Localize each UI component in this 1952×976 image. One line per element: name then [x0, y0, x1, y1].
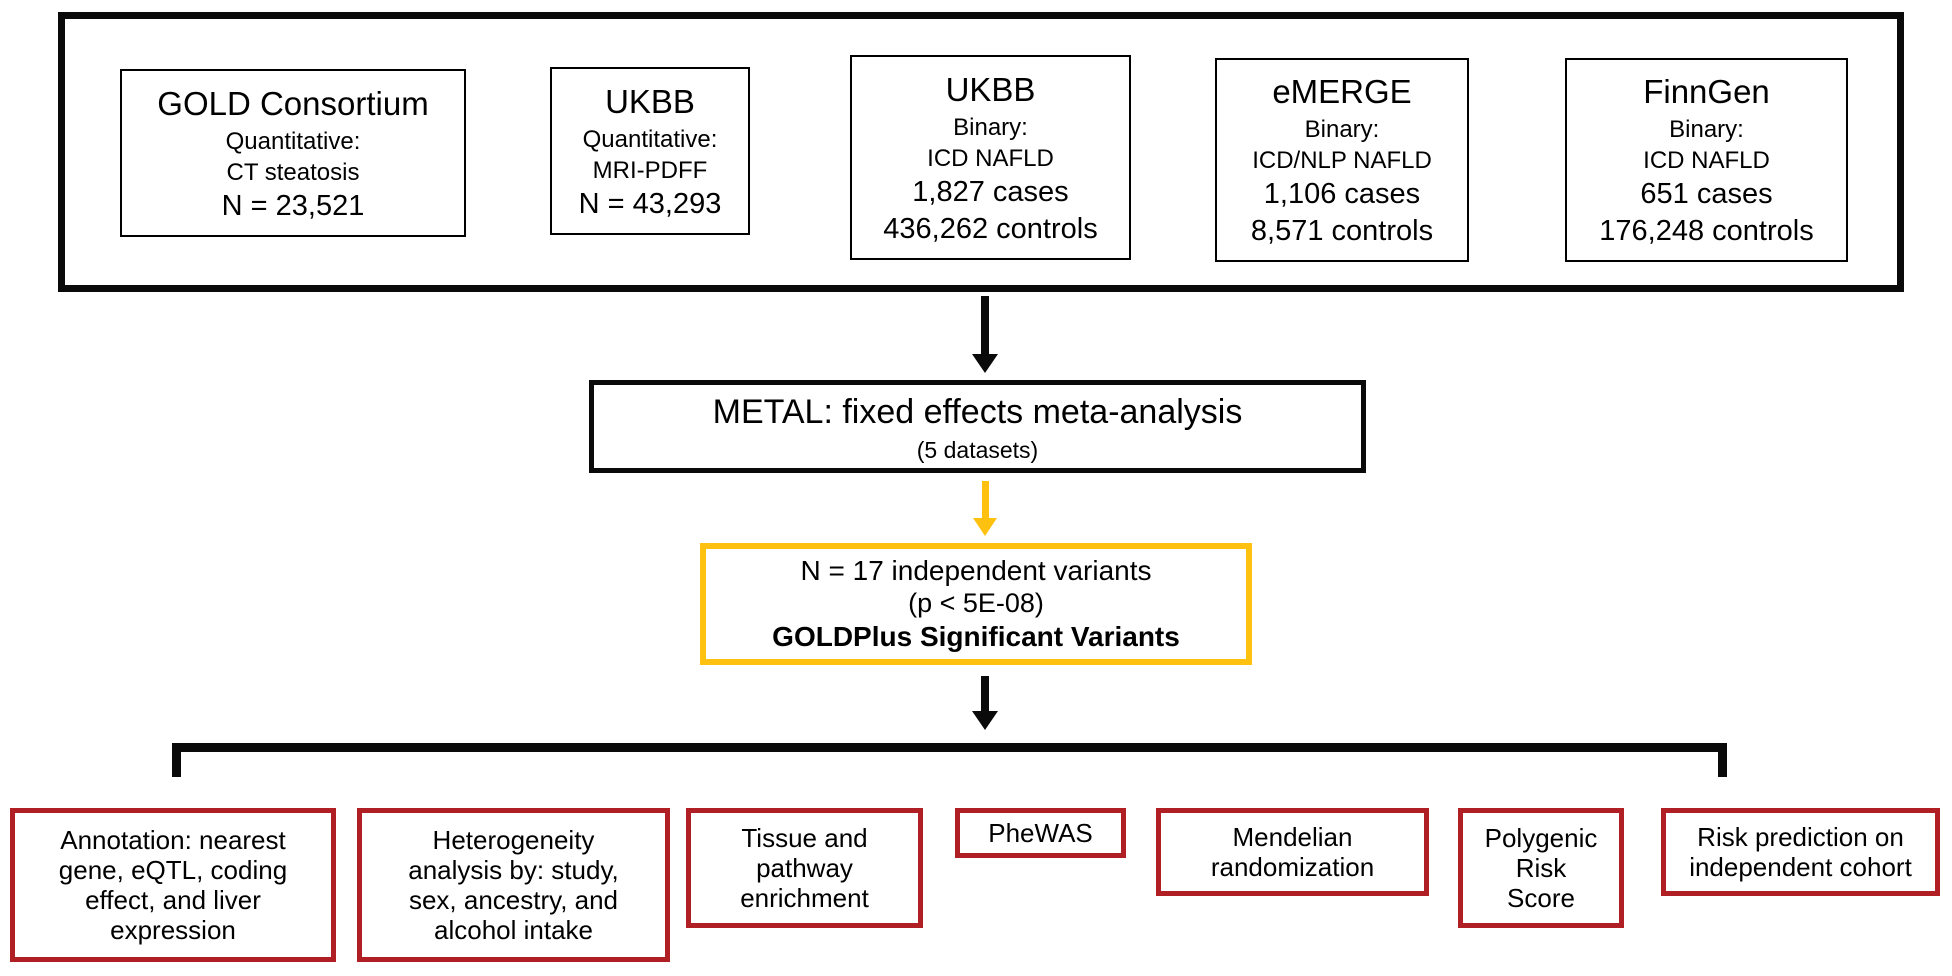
- significant-variants-box: N = 17 independent variants (p < 5E-08) …: [700, 543, 1252, 665]
- analysis-line: sex, ancestry, and: [408, 885, 619, 915]
- cohort-box-ukbb-quantitative: UKBB Quantitative: MRI-PDFF N = 43,293: [550, 67, 750, 235]
- cohort-measure-line: MRI-PDFF: [592, 156, 708, 184]
- datasets-container: GOLD Consortium Quantitative: CT steatos…: [58, 12, 1904, 292]
- analysis-line: Risk: [1515, 853, 1567, 883]
- analysis-box-phewas: PheWAS: [955, 808, 1126, 858]
- analysis-line: Risk prediction on: [1697, 822, 1904, 852]
- cohort-stat-line: 436,262 controls: [883, 212, 1098, 245]
- cohort-title: GOLD Consortium: [157, 84, 429, 122]
- cohort-box-ukbb-binary: UKBB Binary: ICD NAFLD 1,827 cases 436,2…: [850, 55, 1131, 260]
- analysis-line: Score: [1507, 883, 1575, 913]
- analysis-line: effect, and liver: [85, 885, 261, 915]
- cohort-measure-line: Binary:: [953, 113, 1028, 141]
- analysis-line: Heterogeneity: [432, 825, 595, 855]
- cohort-stat-line: 651 cases: [1640, 178, 1773, 210]
- arrow-head-icon: [972, 711, 998, 730]
- variants-label-line: GOLDPlus Significant Variants: [772, 621, 1180, 652]
- analysis-box-heterogeneity: Heterogeneity analysis by: study, sex, a…: [357, 808, 670, 962]
- analysis-line: enrichment: [740, 883, 869, 913]
- analysis-box-polygenic-risk-score: Polygenic Risk Score: [1458, 808, 1624, 928]
- cohort-measure-line: Binary:: [1304, 116, 1380, 143]
- cohort-stat-line: N = 23,521: [221, 189, 365, 222]
- analysis-line: expression: [110, 915, 236, 945]
- cohort-stat-line: N = 43,293: [578, 187, 722, 220]
- analysis-line: alcohol intake: [434, 915, 593, 945]
- cohort-measure-line: Quantitative:: [225, 127, 361, 155]
- arrow-head-icon: [972, 354, 998, 373]
- analysis-box-mendelian-randomization: Mendelian randomization: [1156, 808, 1429, 896]
- arrow-shaft: [981, 676, 989, 711]
- variants-pvalue-line: (p < 5E-08): [908, 588, 1044, 618]
- cohort-title: eMERGE: [1272, 73, 1412, 110]
- analysis-line: Annotation: nearest: [60, 825, 286, 855]
- cohort-stat-line: 1,827 cases: [912, 175, 1069, 208]
- cohort-title: FinnGen: [1643, 73, 1770, 110]
- cohort-box-gold-consortium: GOLD Consortium Quantitative: CT steatos…: [120, 69, 466, 237]
- analysis-box-risk-prediction: Risk prediction on independent cohort: [1661, 808, 1940, 896]
- cohort-measure-line: ICD NAFLD: [927, 144, 1054, 172]
- cohort-measure-line: ICD NAFLD: [1643, 147, 1770, 174]
- cohort-box-emerge: eMERGE Binary: ICD/NLP NAFLD 1,106 cases…: [1215, 58, 1469, 262]
- arrow-shaft: [981, 296, 989, 354]
- analysis-box-tissue-pathway: Tissue and pathway enrichment: [686, 808, 923, 928]
- analysis-line: Tissue and: [741, 823, 868, 853]
- branch-line: [172, 743, 1727, 752]
- analysis-box-annotation: Annotation: nearest gene, eQTL, coding e…: [10, 808, 336, 962]
- branch-tick-left: [172, 743, 181, 777]
- branch-tick-right: [1718, 743, 1727, 777]
- arrow-shaft: [982, 481, 989, 518]
- meta-analysis-subtitle: (5 datasets): [916, 436, 1039, 463]
- cohort-measure-line: Binary:: [1669, 116, 1744, 143]
- variants-count-line: N = 17 independent variants: [800, 555, 1152, 586]
- cohort-measure-line: Quantitative:: [582, 125, 718, 153]
- cohort-stat-line: 1,106 cases: [1263, 178, 1421, 210]
- analysis-line: independent cohort: [1689, 852, 1912, 882]
- analysis-line: PheWAS: [988, 818, 1093, 848]
- cohort-title: UKBB: [605, 82, 695, 120]
- analysis-line: gene, eQTL, coding: [58, 855, 288, 885]
- analysis-line: Polygenic: [1484, 823, 1598, 853]
- analysis-line: Mendelian: [1232, 822, 1353, 852]
- analysis-line: analysis by: study,: [408, 855, 619, 885]
- analysis-line: randomization: [1210, 852, 1375, 882]
- cohort-box-finngen: FinnGen Binary: ICD NAFLD 651 cases 176,…: [1565, 58, 1848, 262]
- cohort-measure-line: CT steatosis: [226, 158, 360, 186]
- meta-analysis-title: METAL: fixed effects meta-analysis: [712, 392, 1243, 431]
- cohort-stat-line: 8,571 controls: [1250, 215, 1434, 247]
- cohort-measure-line: ICD/NLP NAFLD: [1252, 147, 1432, 174]
- meta-analysis-box: METAL: fixed effects meta-analysis (5 da…: [589, 380, 1366, 473]
- arrow-head-icon: [973, 518, 997, 536]
- cohort-title: UKBB: [945, 70, 1036, 108]
- analysis-line: pathway: [756, 853, 853, 883]
- cohort-stat-line: 176,248 controls: [1599, 215, 1814, 247]
